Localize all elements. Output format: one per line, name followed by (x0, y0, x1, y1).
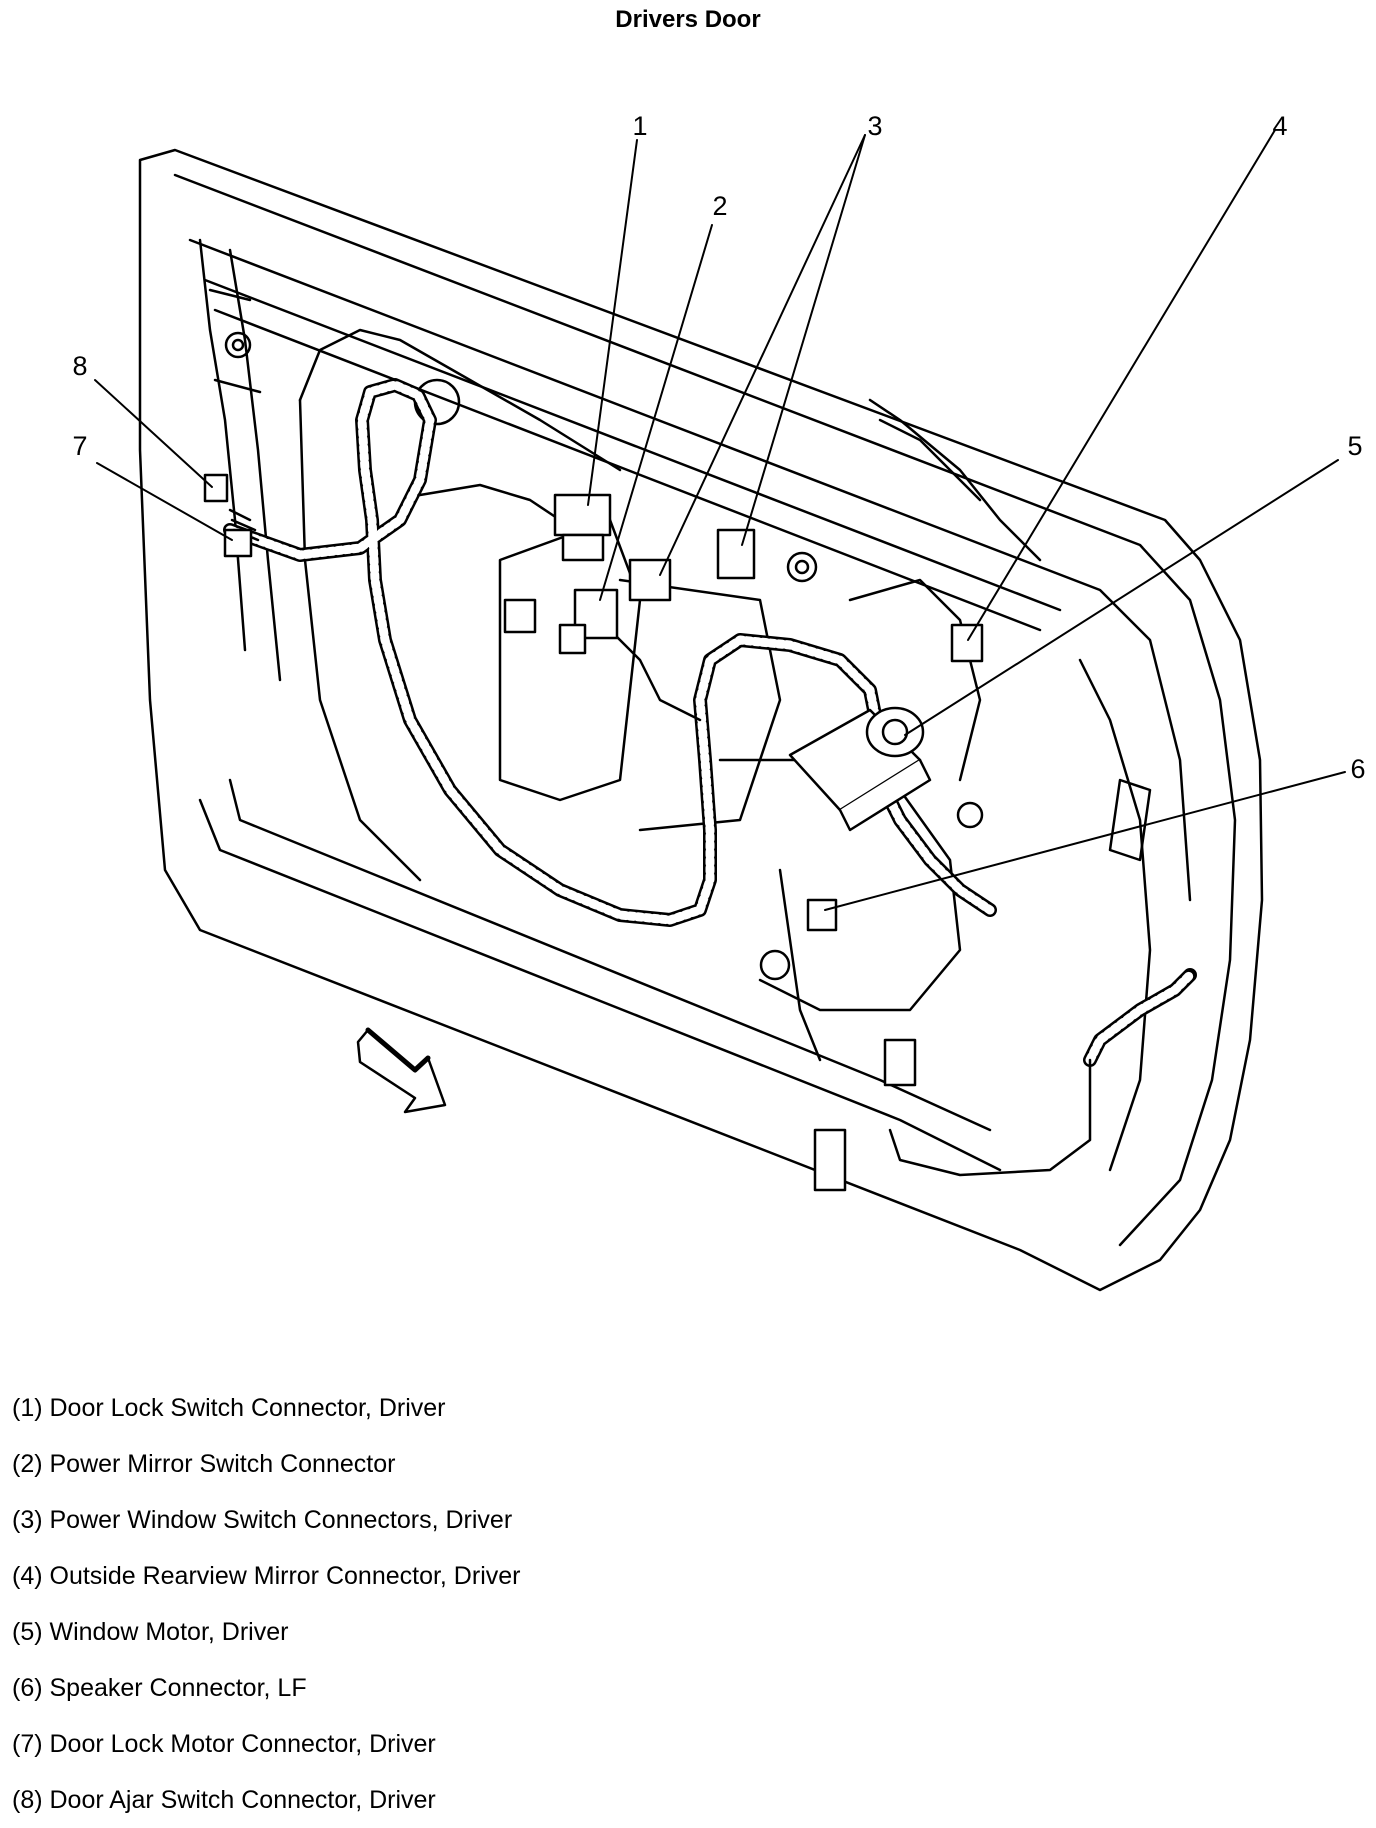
callout-5: 5 (1347, 431, 1362, 461)
legend: (1) Door Lock Switch Connector, Driver (… (12, 1380, 520, 1828)
door-outline (138, 148, 1264, 1292)
leader-7 (96, 462, 233, 541)
callout-4: 4 (1272, 111, 1287, 141)
legend-item-3: (3) Power Window Switch Connectors, Driv… (12, 1506, 513, 1534)
callout-3: 3 (867, 111, 882, 141)
legend-item-4: (4) Outside Rearview Mirror Connector, D… (12, 1562, 521, 1590)
connector-1 (553, 493, 612, 537)
diagram-title: Drivers Door (615, 6, 761, 33)
leader-5 (904, 459, 1339, 736)
wiring-harness (223, 378, 1197, 1177)
callout-1: 1 (632, 111, 647, 141)
callout-8: 8 (72, 351, 87, 381)
direction-arrow (356, 1027, 447, 1114)
leader-8 (94, 379, 213, 488)
legend-item-7: (7) Door Lock Motor Connector, Driver (12, 1730, 436, 1758)
leader-3a (659, 134, 866, 576)
connector-7 (223, 528, 253, 558)
legend-item-5: (5) Window Motor, Driver (12, 1618, 289, 1646)
legend-item-1: (1) Door Lock Switch Connector, Driver (12, 1394, 446, 1422)
legend-item-6: (6) Speaker Connector, LF (12, 1674, 307, 1702)
connector-8 (203, 473, 229, 503)
legend-item-2: (2) Power Mirror Switch Connector (12, 1450, 396, 1478)
leader-4 (967, 129, 1276, 641)
legend-item-8: (8) Door Ajar Switch Connector, Driver (12, 1786, 436, 1814)
leader-2 (599, 224, 713, 601)
connector-6 (806, 898, 838, 932)
callout-labels: 1 2 3 4 5 6 7 8 (72, 111, 1365, 784)
callout-2: 2 (712, 191, 727, 221)
leader-lines (94, 129, 1346, 911)
callout-6: 6 (1350, 754, 1365, 784)
connector-4 (950, 623, 984, 663)
leader-1 (587, 139, 638, 506)
leader-6 (824, 771, 1346, 911)
leader-3b (741, 134, 866, 546)
door-wiring-diagram: 1 2 3 4 5 6 7 8 (72, 111, 1366, 1292)
callout-7: 7 (72, 431, 87, 461)
connectors (203, 473, 984, 1192)
window-motor (788, 706, 932, 832)
hinge-pillar (198, 238, 282, 682)
connector-3b (716, 528, 756, 580)
